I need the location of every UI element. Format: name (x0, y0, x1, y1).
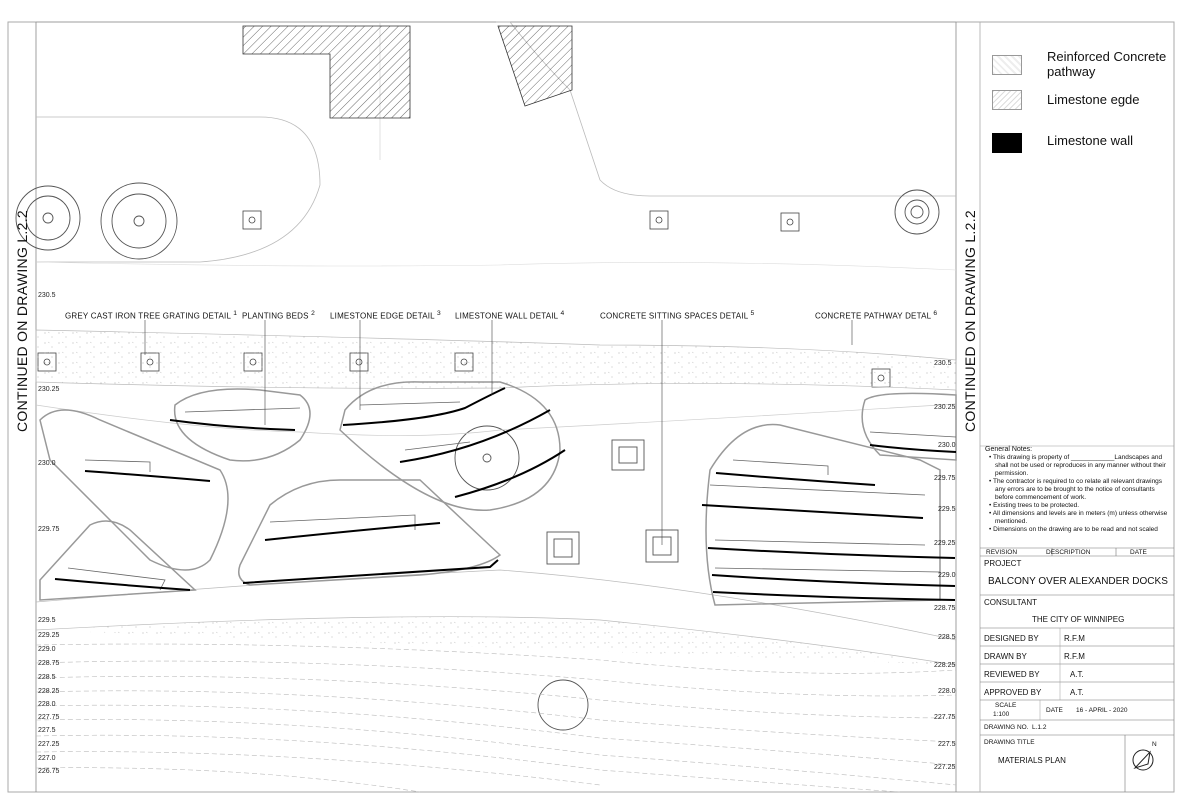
drawing-title-value: MATERIALS PLAN (998, 756, 1066, 765)
level-mark: 229.0 (38, 646, 56, 653)
level-mark: 228.5 (38, 674, 56, 681)
legend-item-limestone-edge: Limestone egde (992, 90, 1140, 110)
legend-label: Reinforced Concrete pathway (1047, 49, 1167, 79)
north-label: N (1152, 741, 1157, 748)
detail-label-planting-beds: PLANTING BEDS 2 (242, 310, 315, 321)
level-mark: 228.75 (38, 660, 60, 667)
reviewed-by-value: A.T. (1070, 670, 1084, 679)
note-item: • Dimensions on the drawing are to be re… (989, 526, 1158, 533)
date-value: 16 - APRIL - 2020 (1076, 707, 1128, 714)
level-mark: 229.75 (38, 526, 60, 533)
reviewed-by-label: REVIEWED BY (984, 670, 1040, 679)
level-mark: 228.0 (938, 688, 956, 695)
level-mark: 230.5 (934, 360, 952, 367)
limestone-edge-swatch-icon (992, 90, 1022, 110)
project-label: PROJECT (984, 559, 1022, 568)
level-mark: 229.75 (934, 475, 956, 482)
legend-item-concrete: Reinforced Concrete pathway (992, 49, 1166, 79)
level-mark: 228.25 (38, 688, 60, 695)
detail-label-limestone-edge: LIMESTONE EDGE DETAIL 3 (330, 310, 441, 321)
consultant-label: CONSULTANT (984, 598, 1038, 607)
detail-label-limestone-wall: LIMESTONE WALL DETAIL 4 (455, 310, 565, 321)
notes-title: General Notes: (985, 446, 1033, 453)
north-arrow-icon (1132, 749, 1154, 771)
level-mark: 229.0 (938, 572, 956, 579)
level-mark: 227.75 (934, 714, 956, 721)
level-mark: 228.0 (38, 701, 56, 708)
level-mark: 229.5 (938, 506, 956, 513)
drawn-by-label: DRAWN BY (984, 652, 1027, 661)
level-mark: 229.25 (934, 540, 956, 547)
level-mark: 229.5 (38, 617, 56, 624)
level-mark: 230.25 (38, 386, 60, 393)
legend-item-limestone-wall: Limestone wall (992, 133, 1133, 153)
scale-label: SCALE (995, 702, 1017, 709)
level-mark: 228.5 (938, 634, 956, 641)
drawing-no-label: DRAWING NO. (984, 724, 1029, 731)
note-item: • This drawing is property of __________… (989, 454, 1166, 477)
drawn-by-value: R.F.M (1064, 652, 1085, 661)
general-notes: General Notes: • This drawing is propert… (985, 446, 1173, 534)
level-mark: 230.5 (38, 292, 56, 299)
level-mark: 227.25 (38, 741, 60, 748)
level-mark: 227.25 (934, 764, 956, 771)
drawing-no-value: L.1.2 (1032, 724, 1047, 731)
level-mark: 228.25 (934, 662, 956, 669)
level-mark: 227.75 (38, 714, 60, 721)
designed-by-label: DESIGNED BY (984, 634, 1039, 643)
description-header: DESCRIPTION (1046, 549, 1091, 556)
date-label: DATE (1046, 707, 1063, 714)
continued-label-left: CONTINUED ON DRAWING L.2.2 (14, 210, 30, 432)
revision-header: REVISION (986, 549, 1018, 556)
level-mark: 230.25 (934, 404, 956, 411)
level-mark: 230.0 (38, 460, 56, 467)
consultant-name: THE CITY OF WINNIPEG (1032, 615, 1125, 624)
legend-label: Limestone wall (1047, 133, 1133, 148)
detail-label-concrete-pathway: CONCRETE PATHWAY DETAL 6 (815, 310, 938, 321)
note-item: • Existing trees to be protected. (989, 502, 1080, 509)
approved-by-label: APPROVED BY (984, 688, 1042, 697)
project-name: BALCONY OVER ALEXANDER DOCKS (988, 576, 1168, 587)
detail-label-sitting-spaces: CONCRETE SITTING SPACES DETAIL 5 (600, 310, 755, 321)
note-item: • The contractor is required to co relat… (989, 478, 1163, 501)
level-mark: 227.5 (938, 741, 956, 748)
designed-by-value: R.F.M (1064, 634, 1085, 643)
legend-label: Limestone egde (1047, 92, 1140, 107)
level-mark: 227.0 (38, 755, 56, 762)
date-header: DATE (1130, 549, 1147, 556)
continued-label-right: CONTINUED ON DRAWING L.2.2 (962, 210, 978, 432)
detail-label-tree-grating: GREY CAST IRON TREE GRATING DETAIL 1 (65, 310, 238, 321)
level-mark: 229.25 (38, 632, 60, 639)
note-item: • All dimensions and levels are in meter… (989, 510, 1168, 525)
level-mark: 230.0 (938, 442, 956, 449)
concrete-swatch-icon (992, 55, 1022, 75)
level-mark: 227.5 (38, 727, 56, 734)
drawing-title-label: DRAWING TITLE (984, 739, 1035, 746)
scale-value: 1:100 (993, 711, 1010, 718)
level-mark: 226.75 (38, 768, 60, 775)
level-mark: 228.75 (934, 605, 956, 612)
approved-by-value: A.T. (1070, 688, 1084, 697)
limestone-wall-swatch-icon (992, 133, 1022, 153)
